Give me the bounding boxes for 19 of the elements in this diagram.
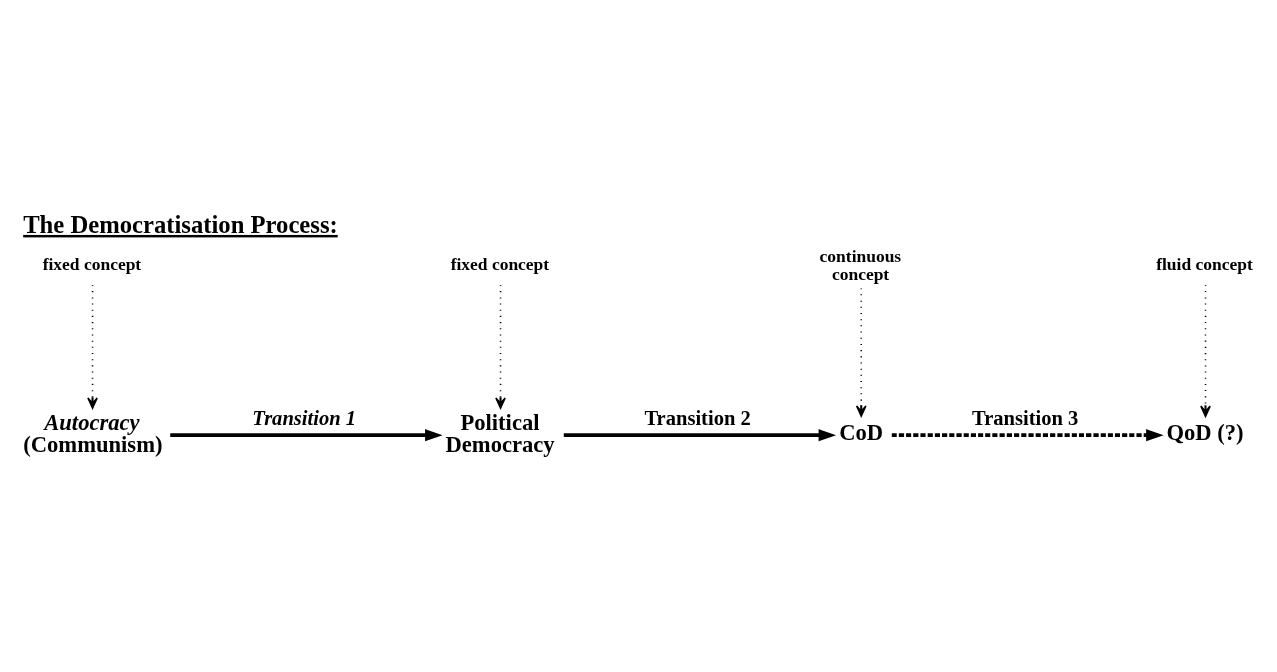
arrow	[891, 429, 1164, 442]
node-text: QoD (?)	[1165, 419, 1244, 445]
node-text: Political Democracy	[445, 409, 555, 458]
edge-label: Transition 2	[643, 406, 751, 429]
node-text: fixed concept	[42, 253, 141, 274]
arrow	[563, 429, 836, 442]
node-text: fluid concept	[1155, 253, 1253, 274]
arrow	[1199, 284, 1211, 418]
arrow	[855, 287, 867, 417]
edge-label: Transition 3	[971, 406, 1078, 429]
node-text: continuous concept	[819, 246, 901, 284]
arrow	[169, 429, 443, 442]
diagram-title: The Democratisation Process:	[22, 210, 338, 238]
arrow	[86, 284, 98, 409]
node-text: fixed concept	[450, 253, 549, 274]
arrow	[494, 284, 506, 409]
node-text: Autocracy (Communism)	[22, 409, 162, 458]
edge-label: Transition 1	[251, 406, 356, 429]
node-text: CoD	[838, 419, 883, 445]
